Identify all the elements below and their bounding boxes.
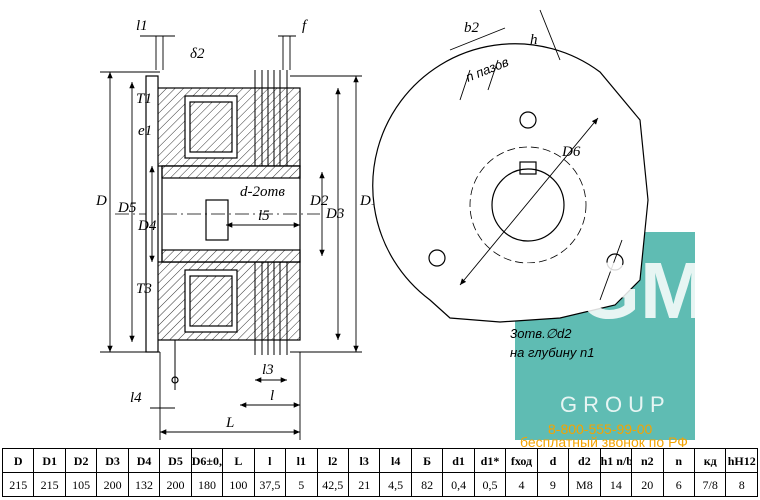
table-header-cell: l4 xyxy=(379,448,412,473)
upper-coil-winding xyxy=(189,101,233,153)
dimension-lines-left xyxy=(100,35,362,440)
table-header-cell: h1 n/boл. xyxy=(599,448,633,473)
note-holes: 3отв.∅d2 xyxy=(510,326,572,341)
label-e1: e1 xyxy=(138,123,152,139)
watermark-sub: GROUP xyxy=(560,392,671,417)
table-header-row: DD1D2D3D4D5D6±0,2Lll1l2l3l4Бd1d1*fходdd2… xyxy=(1,448,758,473)
table-cell: 215 xyxy=(1,472,35,497)
technical-drawing: l1 f δ2 T1 e1 D D5 D4 d-2отв l5 D2 D3 D1… xyxy=(95,9,707,448)
label-d3: D3 xyxy=(325,206,344,222)
label-delta2: δ2 xyxy=(190,46,205,62)
hub-top-wall xyxy=(161,165,301,179)
d6-dimension xyxy=(459,117,599,286)
table-header-cell: D6±0,2 xyxy=(190,448,224,473)
note-depth: на глубину n1 xyxy=(510,345,595,360)
label-l3: l3 xyxy=(262,362,274,378)
table-header-cell: d1 xyxy=(442,448,475,473)
table-cell: 4 xyxy=(505,472,538,497)
section-view xyxy=(115,70,320,390)
table-cell: 8 xyxy=(725,472,758,497)
label-big-l: L xyxy=(225,415,234,431)
hub-bottom-wall xyxy=(161,249,301,263)
note-leader xyxy=(599,239,623,301)
label-d4: D4 xyxy=(137,218,157,234)
label-t1: T1 xyxy=(136,91,152,107)
spec-table: DD1D2D3D4D5D6±0,2Lll1l2l3l4Бd1d1*fходdd2… xyxy=(1,448,758,497)
table-cell: М8 xyxy=(568,472,601,497)
table-cell: 200 xyxy=(159,472,192,497)
table-header-cell: l xyxy=(253,448,287,473)
table-header-cell: n xyxy=(662,448,695,473)
lower-disc-pack xyxy=(254,262,288,355)
table-header-cell: d2 xyxy=(568,448,601,473)
table-cell: 215 xyxy=(33,472,66,497)
table-header-cell: d1* xyxy=(473,448,507,473)
h-dimension xyxy=(539,9,561,61)
table-cell: 20 xyxy=(631,472,664,497)
table-cell: 14 xyxy=(599,472,633,497)
label-d6: D6 xyxy=(561,144,581,160)
label-h: h xyxy=(530,32,538,48)
table-cell: 6 xyxy=(662,472,695,497)
label-f: f xyxy=(302,18,308,34)
lead-terminal xyxy=(171,376,179,384)
table-header-cell: n2 xyxy=(631,448,664,473)
watermark: DGM GROUP 8-800-555-99-00 бесплатный зво… xyxy=(520,246,707,448)
label-l1: l1 xyxy=(136,18,148,34)
table-cell: 132 xyxy=(127,472,161,497)
mount-hole-left xyxy=(428,249,446,267)
table-header-cell: l2 xyxy=(316,448,349,473)
table-header-cell: d xyxy=(536,448,570,473)
table-cell: 42,5 xyxy=(316,472,349,497)
label-l: l xyxy=(270,388,274,404)
label-d5: D5 xyxy=(117,200,137,216)
b2-dimension xyxy=(449,27,506,51)
table-cell: 105 xyxy=(64,472,98,497)
table-cell: 9 xyxy=(536,472,570,497)
table-header-cell: hH12 xyxy=(725,448,758,473)
label-d2: D2 xyxy=(309,193,329,209)
label-d: D xyxy=(95,193,107,209)
table-header-cell: fход xyxy=(505,448,538,473)
lower-coil-winding xyxy=(189,275,233,327)
table-cell: 180 xyxy=(190,472,224,497)
table-cell: 21 xyxy=(347,472,381,497)
watermark-phone: 8-800-555-99-00 xyxy=(548,421,653,437)
table-cell: 0,5 xyxy=(473,472,507,497)
watermark-call: бесплатный звонок по РФ xyxy=(520,434,688,448)
table-header-cell: D2 xyxy=(64,448,98,473)
table-cell: 100 xyxy=(222,472,255,497)
table-header-cell: кд xyxy=(693,448,727,473)
table-header-cell: Б xyxy=(410,448,444,473)
left-view-labels: l1 f δ2 T1 e1 D D5 D4 d-2отв l5 D2 D3 D1… xyxy=(95,18,378,431)
table-header-cell: l1 xyxy=(285,448,318,473)
table-cell: 7/8 xyxy=(693,472,727,497)
table-header-cell: D1 xyxy=(33,448,66,473)
hub-hole xyxy=(205,199,229,241)
table-header-cell: D xyxy=(1,448,35,473)
table-cell: 37,5 xyxy=(253,472,287,497)
watermark-brand: DGM xyxy=(520,246,707,335)
table-cell: 4,5 xyxy=(379,472,412,497)
label-l4: l4 xyxy=(130,390,142,406)
label-l5: l5 xyxy=(258,208,270,224)
table-cell: 5 xyxy=(285,472,318,497)
table-cell: 200 xyxy=(96,472,129,497)
label-b2: b2 xyxy=(464,20,480,36)
table-header-cell: l3 xyxy=(347,448,381,473)
upper-disc-pack xyxy=(254,70,288,166)
label-t3: T3 xyxy=(136,281,152,297)
table-header-cell: L xyxy=(222,448,255,473)
table-cell: 82 xyxy=(410,472,444,497)
table-header-cell: D4 xyxy=(127,448,161,473)
table-header-cell: D5 xyxy=(159,448,192,473)
table-header-cell: D3 xyxy=(96,448,129,473)
label-d-2otv: d-2отв xyxy=(240,184,285,200)
mount-hole-right xyxy=(606,253,624,271)
front-view xyxy=(372,9,649,323)
table-cell: 0,4 xyxy=(442,472,475,497)
